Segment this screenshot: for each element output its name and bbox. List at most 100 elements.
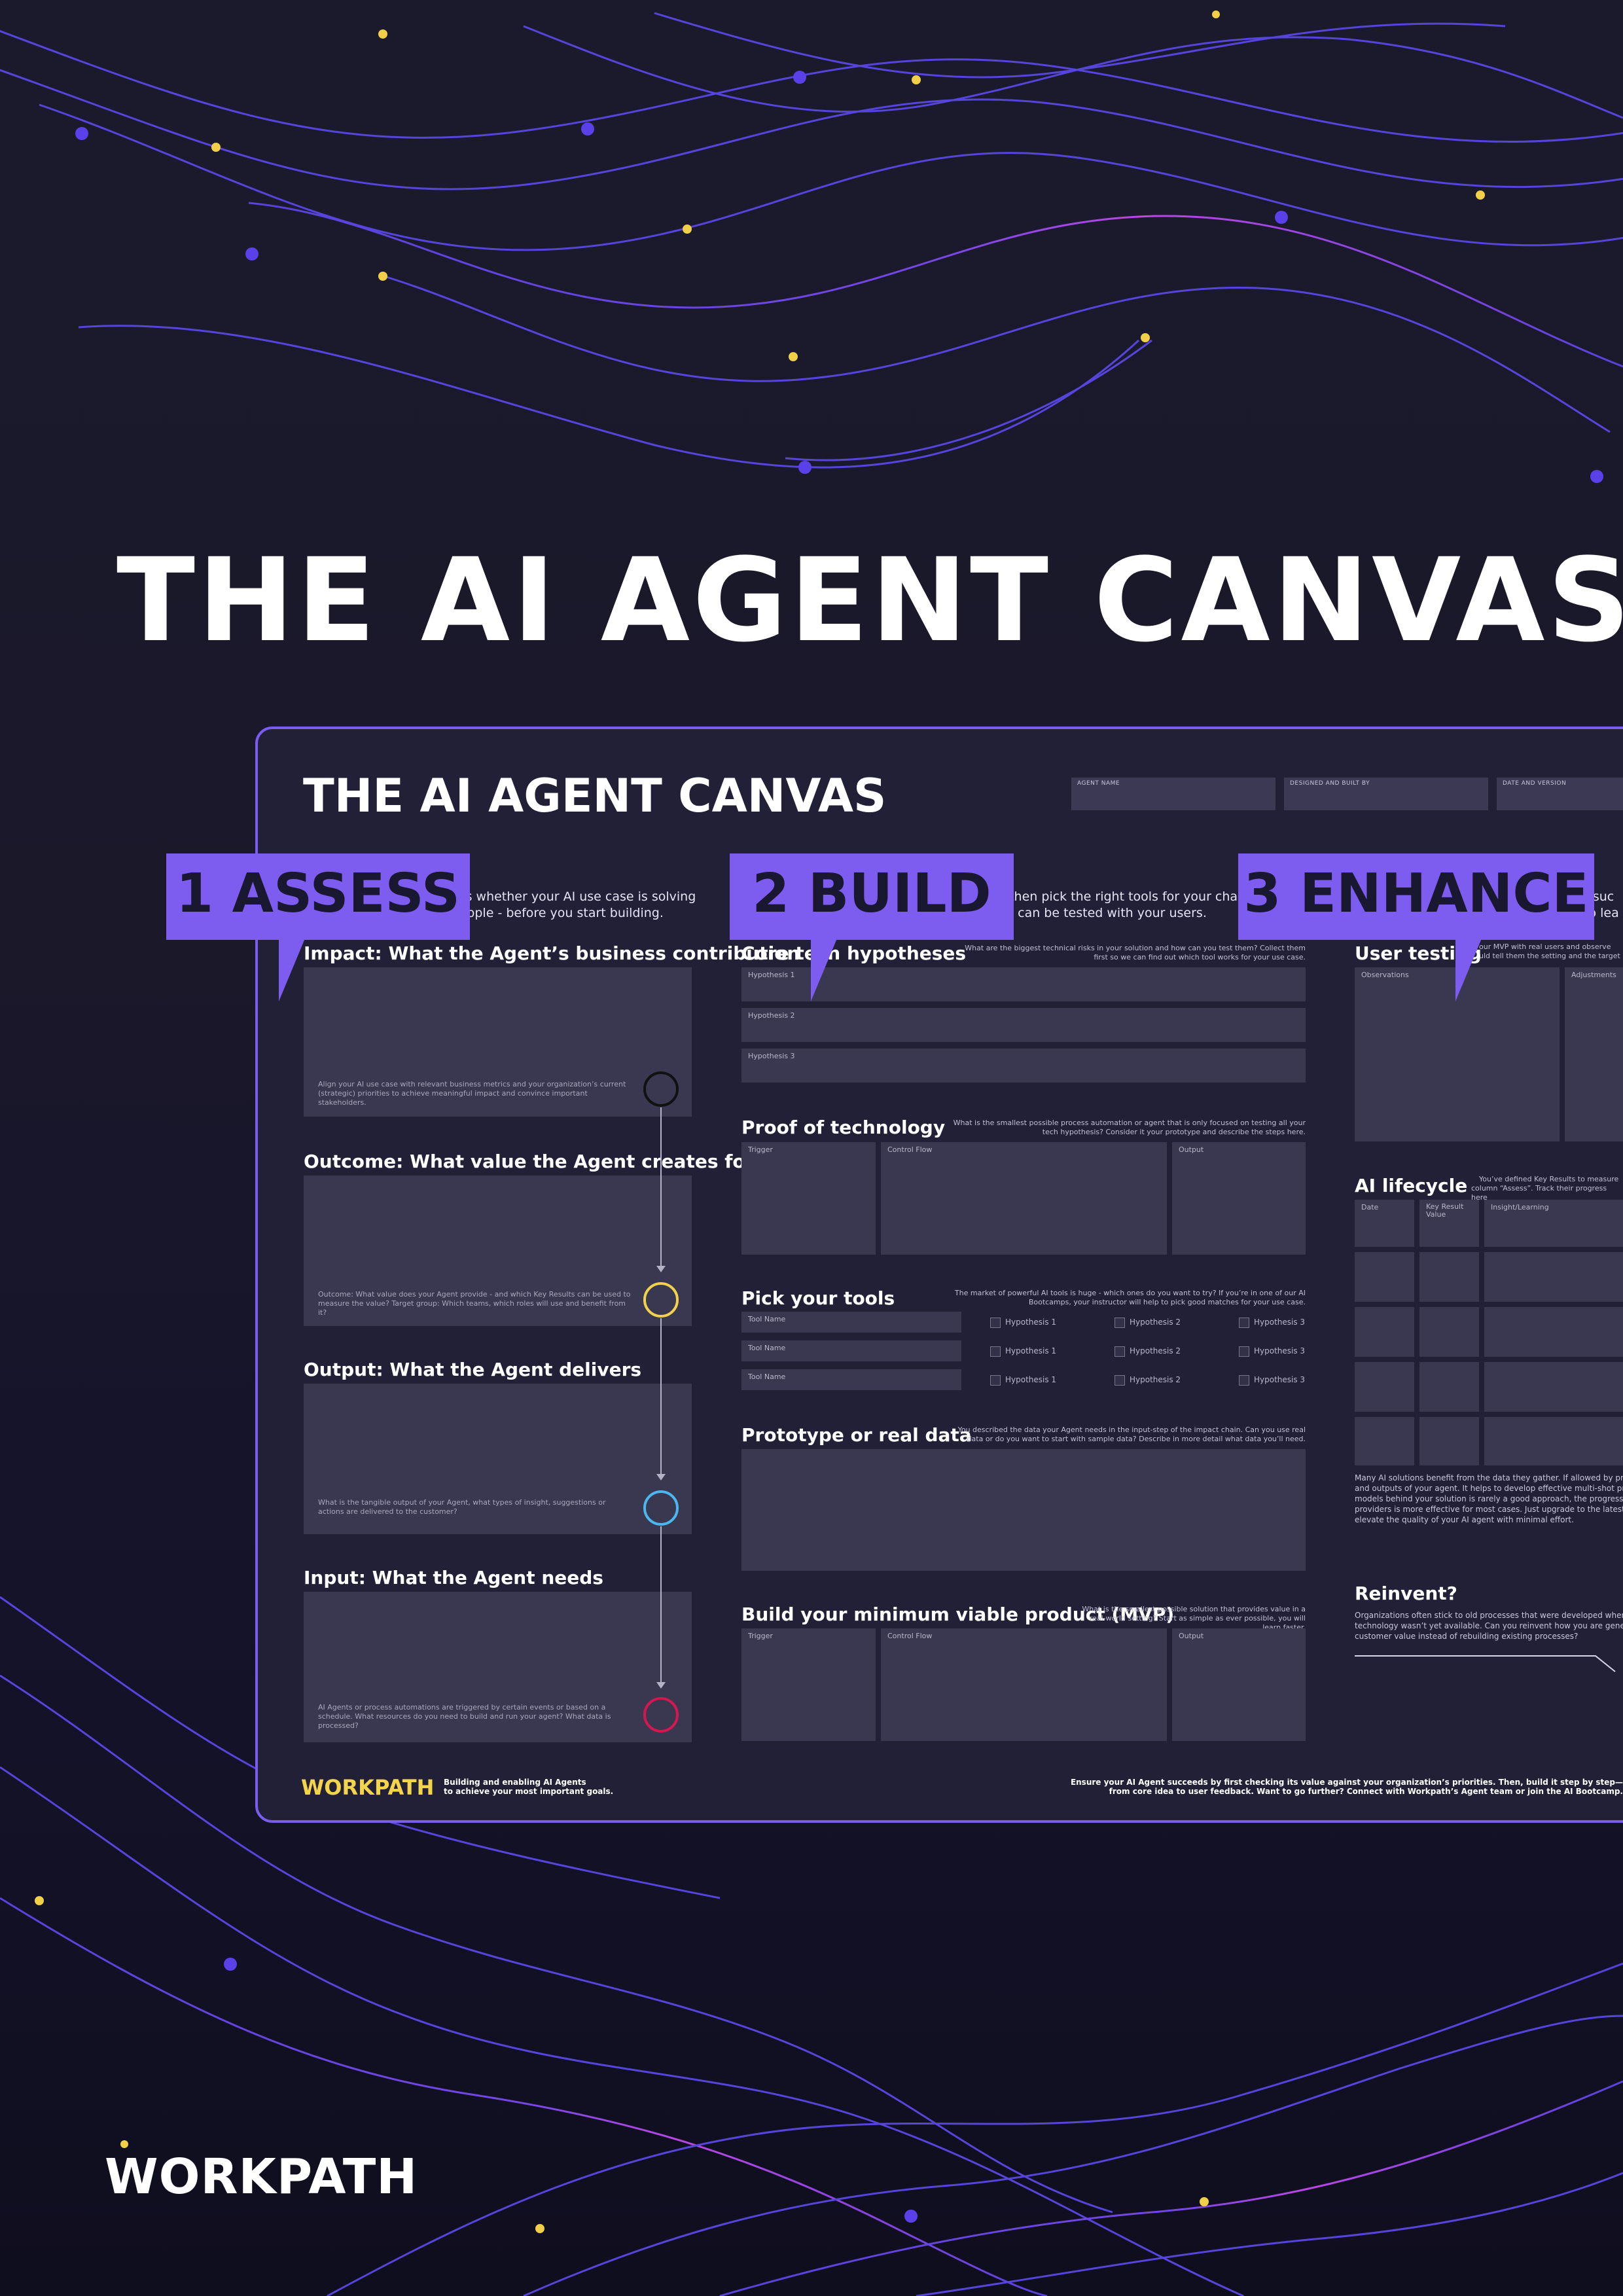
lifecycle-date-header[interactable]: Date [1355, 1200, 1414, 1247]
mvp-control-flow-box[interactable]: Control Flow [881, 1628, 1167, 1741]
outcome-heading: Outcome: What value the Agent creates fo… [304, 1151, 823, 1172]
tool-name-field-3[interactable]: Tool Name [741, 1369, 961, 1390]
proof-heading: Proof of technology [741, 1117, 946, 1138]
lifecycle-cell[interactable] [1484, 1417, 1623, 1465]
input-hint: AI Agents or process automations are tri… [318, 1703, 611, 1730]
tool2-hyp2-checkbox[interactable] [1115, 1346, 1125, 1357]
tool-name-field-1[interactable]: Tool Name [741, 1312, 961, 1333]
build-intro-line-2: at can be tested with your users. [1001, 906, 1207, 920]
mvp-output-box[interactable]: Output [1172, 1628, 1306, 1741]
testing-hint-line-2: uld tell them the setting and the target [1479, 952, 1620, 960]
hypothesis-2-field[interactable]: Hypothesis 2 [741, 1008, 1306, 1042]
lifecycle-heading: AI lifecycle [1355, 1175, 1468, 1196]
reinvent-paragraph-line: Organizations often stick to old process… [1355, 1611, 1623, 1620]
tab-build: 2 BUILD [730, 853, 1014, 1001]
mvp-heading: Build your minimum viable product (MVP) [741, 1604, 1175, 1625]
mvp-trigger-box[interactable]: Trigger [741, 1628, 876, 1741]
tool3-hyp1-label: Hypothesis 1 [1005, 1375, 1057, 1384]
outcome-connector [660, 1318, 662, 1475]
prototype-data-box[interactable] [741, 1449, 1306, 1571]
lifecycle-cell[interactable] [1355, 1362, 1414, 1412]
tool2-hyp3-label: Hypothesis 3 [1254, 1346, 1306, 1355]
prototype-heading: Prototype or real data [741, 1424, 972, 1446]
lifecycle-cell[interactable] [1484, 1307, 1623, 1357]
lifecycle-cell[interactable] [1355, 1307, 1414, 1357]
adjustments-box[interactable]: Adjustments [1565, 967, 1623, 1141]
input-box[interactable]: AI Agents or process automations are tri… [304, 1592, 692, 1742]
lifecycle-kr-header[interactable]: Key Result Value [1419, 1200, 1479, 1247]
tool1-hyp1-label: Hypothesis 1 [1005, 1318, 1057, 1327]
lifecycle-paragraph-line: models behind your solution is rarely a … [1355, 1494, 1623, 1503]
output-connector [660, 1526, 662, 1683]
workpath-logo: WORKPATH [105, 2149, 418, 2205]
reinvent-paragraph-line: customer value instead of rebuilding exi… [1355, 1632, 1578, 1641]
hypothesis-3-field[interactable]: Hypothesis 3 [741, 1049, 1306, 1083]
lifecycle-paragraph-line: Many AI solutions benefit from the data … [1355, 1473, 1623, 1482]
output-hint: What is the tangible output of your Agen… [318, 1498, 606, 1516]
tool1-hyp3-label: Hypothesis 3 [1254, 1318, 1306, 1327]
lifecycle-cell[interactable] [1419, 1252, 1479, 1302]
impact-arrow-icon [656, 1266, 666, 1272]
lifecycle-cell[interactable] [1484, 1252, 1623, 1302]
lifecycle-insight-header[interactable]: Insight/Learning [1484, 1200, 1623, 1247]
lifecycle-cell[interactable] [1355, 1417, 1414, 1465]
build-intro-line-1: , then pick the right tools for your cha… [1001, 889, 1260, 904]
canvas-footer-tagline-1: Building and enabling AI Agents [444, 1778, 586, 1787]
output-heading: Output: What the Agent delivers [304, 1359, 642, 1380]
tab-assess: 1 ASSESS [166, 853, 470, 1001]
designed-by-field[interactable]: DESIGNED AND BUILT BY [1284, 778, 1488, 810]
lifecycle-cell[interactable] [1355, 1252, 1414, 1302]
output-arrow-icon [656, 1682, 666, 1689]
tool3-hyp3-label: Hypothesis 3 [1254, 1375, 1306, 1384]
tool2-hyp3-checkbox[interactable] [1239, 1346, 1249, 1357]
output-circle [643, 1490, 679, 1526]
tab-enhance: 3 ENHANCE [1238, 853, 1594, 1001]
mvp-hint: What is the smallest possible solution t… [1082, 1605, 1306, 1632]
tool-name-field-2[interactable]: Tool Name [741, 1340, 961, 1361]
hypotheses-heading: Core tech hypotheses [741, 942, 967, 964]
agent-name-field[interactable]: AGENT NAME [1071, 778, 1275, 810]
impact-circle [643, 1071, 679, 1107]
outcome-hint: Outcome: What value does your Agent prov… [318, 1290, 631, 1317]
lifecycle-cell[interactable] [1484, 1362, 1623, 1412]
assess-intro-line-2: people - before you start building. [452, 906, 664, 920]
proof-control-flow-box[interactable]: Control Flow [881, 1142, 1167, 1255]
output-box[interactable]: What is the tangible output of your Agen… [304, 1384, 692, 1534]
canvas-footer-tagline-2: to achieve your most important goals. [444, 1787, 614, 1796]
input-circle [643, 1697, 679, 1732]
impact-connector [660, 1107, 662, 1267]
lifecycle-cell[interactable] [1419, 1417, 1479, 1465]
lifecycle-cell[interactable] [1419, 1362, 1479, 1412]
date-version-field[interactable]: DATE AND VERSION [1497, 778, 1623, 810]
tool2-hyp1-checkbox[interactable] [990, 1346, 1001, 1357]
tool2-hyp2-label: Hypothesis 2 [1130, 1346, 1181, 1355]
lifecycle-paragraph-line: and outputs of your agent. It helps to d… [1355, 1484, 1623, 1493]
tool2-hyp1-label: Hypothesis 1 [1005, 1346, 1057, 1355]
tool1-hyp3-checkbox[interactable] [1239, 1318, 1249, 1328]
proof-trigger-box[interactable]: Trigger [741, 1142, 876, 1255]
outcome-circle [643, 1282, 679, 1318]
proof-output-box[interactable]: Output [1172, 1142, 1306, 1255]
tool3-hyp1-checkbox[interactable] [990, 1375, 1001, 1386]
canvas-footer-logo: WORKPATH [301, 1775, 435, 1800]
lifecycle-hint-line-2: column “Assess”. Track their progress he… [1471, 1184, 1607, 1202]
lifecycle-cell[interactable] [1419, 1307, 1479, 1357]
tool1-hyp1-checkbox[interactable] [990, 1318, 1001, 1328]
impact-box[interactable]: Align your AI use case with relevant bus… [304, 967, 692, 1117]
tool3-hyp2-checkbox[interactable] [1115, 1375, 1125, 1386]
lifecycle-paragraph-line: providers is more effective for most cas… [1355, 1505, 1623, 1514]
canvas-footer-note-2: from core idea to user feedback. Want to… [1109, 1787, 1623, 1796]
reinvent-paragraph-line: technology wasn’t yet available. Can you… [1355, 1621, 1623, 1630]
tool1-hyp2-checkbox[interactable] [1115, 1318, 1125, 1328]
proof-hint: What is the smallest possible process au… [953, 1119, 1306, 1136]
poster-title: THE AI AGENT CANVAS [116, 533, 1623, 668]
canvas-footer-note-1: Ensure your AI Agent succeeds by first c… [1070, 1778, 1623, 1787]
reinvent-line [1355, 1655, 1616, 1672]
tool3-hyp3-checkbox[interactable] [1239, 1375, 1249, 1386]
outcome-arrow-icon [656, 1474, 666, 1480]
testing-hint-line-1: our MVP with real users and observe [1479, 942, 1611, 951]
outcome-box[interactable]: Outcome: What value does your Agent prov… [304, 1175, 692, 1326]
canvas-title: THE AI AGENT CANVAS [303, 769, 887, 823]
